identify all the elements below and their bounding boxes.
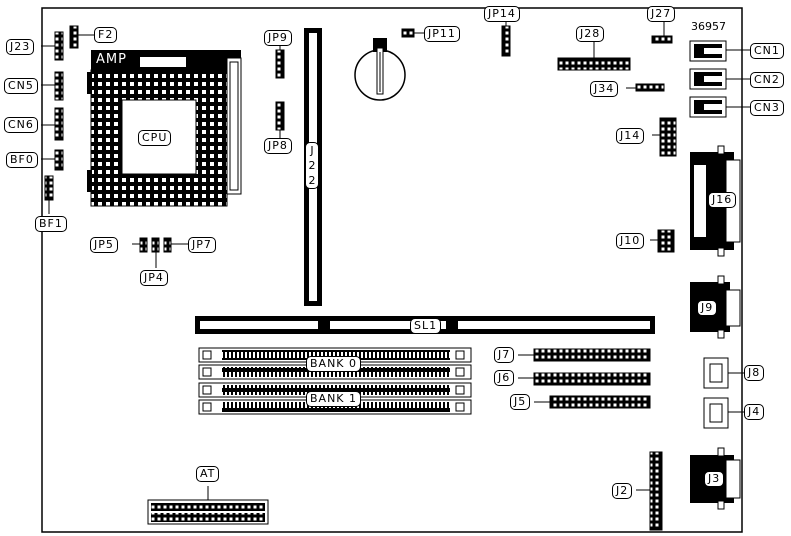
header-cn5 — [41, 71, 64, 101]
label-jp14: JP14 — [484, 6, 520, 22]
header-j6 — [518, 372, 651, 386]
label-jp4: JP4 — [140, 270, 168, 286]
label-bank-1: BANK 1 — [306, 391, 362, 407]
label-jp5: JP5 — [90, 237, 118, 253]
label-bf0: BF0 — [6, 152, 38, 168]
label-jp8: JP8 — [264, 138, 292, 154]
jumper-jp8 — [275, 101, 285, 138]
header-j2 — [636, 451, 663, 531]
header-j27 — [651, 21, 673, 44]
header-cn6 — [41, 107, 64, 141]
label-jp7: JP7 — [188, 237, 216, 253]
connector-cn2 — [689, 68, 752, 90]
header-j28 — [557, 40, 631, 71]
label-j14: J14 — [616, 128, 645, 144]
battery — [354, 38, 406, 101]
header-j7 — [518, 348, 651, 362]
label-jp9: JP9 — [264, 30, 292, 46]
label-j28: J28 — [576, 26, 605, 42]
label-j9: J9 — [697, 300, 718, 316]
label-amp: AMP — [96, 52, 127, 67]
label-j23: J23 — [6, 39, 35, 55]
jumper-jp9 — [275, 46, 285, 79]
label-cpu: CPU — [138, 130, 172, 146]
label-j27: J27 — [647, 6, 676, 22]
connector-cn1 — [689, 40, 752, 62]
label-j34: J34 — [590, 81, 619, 97]
header-j5 — [534, 395, 651, 409]
power-connector-at — [147, 486, 269, 525]
label-cn3: CN3 — [750, 100, 784, 116]
label-j2: J2 — [612, 483, 633, 499]
jumper-jp14 — [501, 22, 511, 57]
label-j10: J10 — [616, 233, 645, 249]
header-j10 — [650, 229, 675, 253]
label-cn2: CN2 — [750, 72, 784, 88]
memory-bank-1 — [198, 382, 472, 415]
label-cn1: CN1 — [750, 43, 784, 59]
connector-cn3 — [689, 96, 752, 118]
jumper-bf1 — [44, 175, 54, 214]
header-j23 — [41, 31, 64, 61]
connector-j4 — [703, 397, 745, 429]
label-sl1: SL1 — [410, 318, 442, 334]
label-j16: J16 — [708, 192, 737, 208]
label-j8: J8 — [744, 365, 765, 381]
label-j5: J5 — [510, 394, 531, 410]
jumper-bf0 — [41, 149, 64, 171]
label-j3: J3 — [704, 471, 725, 487]
label-cn5: CN5 — [4, 78, 38, 94]
jumper-f2 — [69, 25, 94, 49]
label-f2: F2 — [94, 27, 118, 43]
connector-j8 — [703, 357, 745, 389]
label-bank-0: BANK 0 — [306, 356, 362, 372]
board-id: 36957 — [691, 20, 726, 33]
label-at: AT — [196, 466, 220, 482]
label-cn6: CN6 — [4, 117, 38, 133]
header-j14 — [652, 117, 677, 157]
cpu-socket — [87, 50, 242, 207]
jumpers-jp5-jp4-jp7 — [132, 237, 188, 268]
jumper-jp11 — [401, 28, 424, 38]
label-j7: J7 — [494, 347, 515, 363]
header-j34 — [626, 83, 665, 92]
label-j6: J6 — [494, 370, 515, 386]
label-jp11: JP11 — [424, 26, 460, 42]
label-bf1: BF1 — [35, 216, 67, 232]
label-j4: J4 — [744, 404, 765, 420]
